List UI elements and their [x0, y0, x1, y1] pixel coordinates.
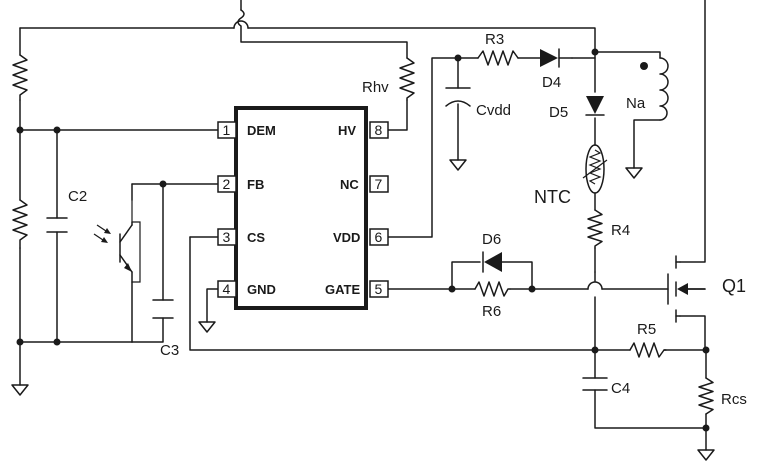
cvdd-capacitor-icon: [445, 87, 471, 107]
label-na: Na: [626, 95, 646, 112]
ic-chip: 1 DEM 2 FB 3 CS 4 GND 8 HV 7 NC 6 VDD 5 …: [217, 106, 389, 310]
pin4-number: 4: [223, 281, 231, 297]
diodes: [482, 48, 605, 273]
pin4-name: GND: [247, 282, 276, 297]
grounds: [11, 159, 715, 461]
pin3-box: [217, 228, 237, 246]
resistor-left-top-icon: [12, 54, 28, 101]
resistors: [12, 50, 714, 415]
pin2-name: FB: [247, 177, 264, 192]
pin1-name: DEM: [247, 123, 276, 138]
optocoupler-transistor-icon: [93, 200, 141, 283]
resistor-left-mid-icon: [12, 199, 28, 249]
pin5-number: 5: [375, 281, 383, 297]
pin6-box: [369, 228, 389, 246]
label-c2: C2: [68, 188, 87, 205]
pin2-box: [217, 175, 237, 193]
pin1-box: [217, 121, 237, 139]
component-labels: Rhv R3 D4 D5 Na Cvdd NTC R4 D6 R6 Q1 R5 …: [68, 31, 747, 408]
d4-diode-icon: [540, 48, 573, 68]
pin5-box: [369, 280, 389, 298]
ground-ic-icon: [198, 321, 216, 333]
r6-resistor-icon: [474, 281, 511, 297]
label-ntc: NTC: [534, 187, 571, 207]
label-r3: R3: [485, 31, 504, 48]
r5-resistor-icon: [629, 342, 667, 358]
ntc-thermistor-icon: [582, 144, 608, 194]
rhv-resistor-icon: [399, 57, 415, 101]
pin3-number: 3: [223, 229, 231, 245]
label-r5: R5: [637, 321, 656, 338]
pin8-box: [369, 121, 389, 139]
pin5-name: GATE: [325, 282, 360, 297]
pin7-number: 7: [375, 176, 383, 192]
pin7-box: [369, 175, 389, 193]
label-rhv: Rhv: [362, 79, 389, 96]
label-c4: C4: [611, 380, 630, 397]
label-rcs: Rcs: [721, 391, 747, 408]
label-d5: D5: [549, 104, 568, 121]
q1-mosfet-icon: [667, 255, 706, 323]
label-d6: D6: [482, 231, 501, 248]
ground-rcs-icon: [697, 449, 715, 461]
ground-na-icon: [625, 167, 643, 179]
ground-cvdd-icon: [449, 159, 467, 171]
d6-diode-icon: [482, 251, 502, 273]
pin3-name: CS: [247, 230, 265, 245]
pin6-number: 6: [375, 229, 383, 245]
label-q1: Q1: [722, 276, 746, 296]
label-d4: D4: [542, 74, 561, 91]
pin1-number: 1: [223, 122, 231, 138]
label-r6: R6: [482, 303, 501, 320]
pin7-name: NC: [340, 177, 359, 192]
na-winding-icon: [659, 57, 669, 121]
label-r4: R4: [611, 222, 630, 239]
label-c3: C3: [160, 342, 179, 359]
label-cvdd: Cvdd: [476, 102, 511, 119]
junction-dots: [16, 48, 710, 432]
c3-capacitor-icon: [152, 299, 174, 319]
ground-left-icon: [11, 384, 29, 396]
pin6-name: VDD: [333, 230, 360, 245]
c2-capacitor-icon: [46, 217, 68, 233]
r3-resistor-icon: [477, 50, 519, 66]
pin8-number: 8: [375, 122, 383, 138]
capacitors: [46, 87, 608, 391]
c4-capacitor-icon: [582, 377, 608, 391]
d5-diode-icon: [585, 96, 605, 116]
rcs-resistor-icon: [698, 377, 714, 415]
r4-resistor-icon: [587, 209, 603, 249]
pin2-number: 2: [223, 176, 231, 192]
pin8-name: HV: [338, 123, 356, 138]
pin4-box: [217, 280, 237, 298]
